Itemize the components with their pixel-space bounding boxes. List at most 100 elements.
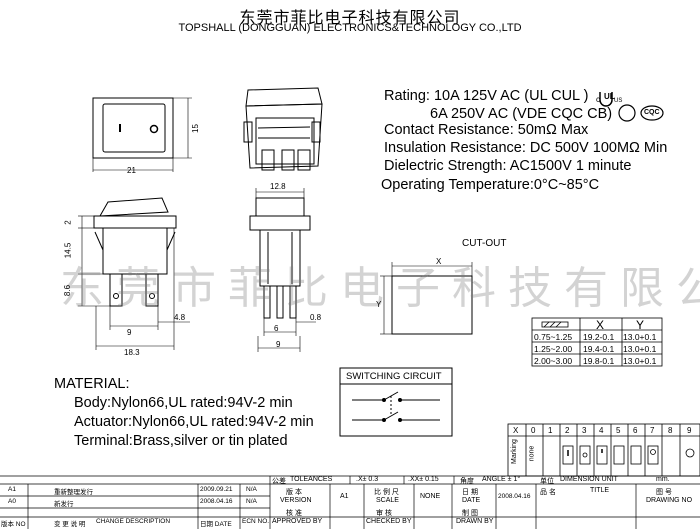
rear-view [249,188,316,352]
spec-insulation-resistance: Insulation Resistance: DC 500V 100MΩ Min [384,140,668,156]
tol-2: .XX± 0.15 [408,476,439,483]
draw-cn: 制 图 [462,510,478,517]
dim-15: 15 [190,124,200,133]
cutout-y: 13.0+0.1 [623,332,657,342]
dim-21: 21 [127,166,136,175]
side-view [78,197,190,350]
angle-cn: 角度 [460,478,474,485]
front-view [92,97,192,172]
dim-4-8: 4.8 [174,313,186,322]
material-actuator: Actuator:Nylon66,UL rated:94V-2 min [74,414,314,430]
marking-col: 8 [668,426,673,435]
dim-6: 6 [274,324,279,333]
tol-cn: 公差 [272,478,286,485]
rev-ecn: N/A [246,486,257,493]
spec-rating-1: Rating: 10A 125V AC (UL CUL ) [384,88,589,104]
angle-label: ANGLE ± 1° [482,476,521,483]
name-cn: 品 名 [540,489,556,496]
isometric-view [243,87,323,171]
rev-header-ver: 版本 NO [1,521,26,528]
cutout-y: 13.0+0.1 [623,356,657,366]
dim-8-6: 8.6 [63,284,73,297]
rev-header-date: 日期 DATE [200,521,232,528]
version-cn: 版 本 [286,489,302,496]
unit-cn: 单位 [540,478,554,485]
scale-label: SCALE [376,497,399,504]
rev-desc: 新发行 [54,501,74,508]
tol-1: .X± 0.3 [356,476,379,483]
version-label: VERSION [280,497,312,504]
material-title: MATERIAL: [54,376,130,392]
marking-col: 1 [548,426,553,435]
approved-label: APPROVED BY [272,518,323,525]
marking-table-grid [507,423,700,477]
marking-col: 5 [616,426,621,435]
cutout-x: 19.8-0.1 [583,356,615,366]
rev-ver: A0 [8,498,16,505]
rev-header-desc: CHANGE DESCRIPTION [96,518,171,525]
marking-none: none [528,445,536,462]
title-block-grid [0,475,700,529]
watermark: 东莞市菲比电子科技有限公司 [60,264,700,313]
checked-label: CHECKED BY [366,518,412,525]
marking-col: 2 [565,426,570,435]
rev-header: 版本 NO 变 更 说 明 CHANGE DESCRIPTION 日期 DATE… [0,518,270,528]
dim-2: 2 [63,220,73,225]
rev-desc: 重新整理发行 [54,489,93,496]
dim-18-3: 18.3 [124,348,140,357]
company-name-en: TOPSHALL (DONGGUAN) ELECTRONICS&TECHNOLO… [178,22,522,34]
dim-9b: 9 [276,340,281,349]
cutout-table-grid [531,317,663,367]
dim-14-5: 14.5 [63,242,73,259]
marking-col: 0 [531,426,536,435]
cert-us-label: US [614,98,623,104]
dim-x: X [436,257,442,266]
rev-header-desc-cn: 变 更 说 明 [54,521,86,528]
cutout-col-x: X [596,318,605,332]
scale-cn: 比 例 尺 [374,489,399,496]
cutout-x: 19.2-0.1 [583,332,615,342]
marking-col: 9 [687,426,692,435]
cutout-col-y: Y [636,318,645,332]
cutout-y: 13.0+0.1 [623,344,657,354]
drawing-no-cn: 图 号 [656,489,672,496]
marking-col: X [513,426,519,435]
cutout-range: 2.00~3.00 [534,356,573,366]
cert-ul-label: UL [604,92,615,101]
marking-col: 4 [599,426,604,435]
marking-col: 3 [582,426,587,435]
cutout-range: 1.25~2.00 [534,344,573,354]
cert-c-label: c [596,95,600,104]
rev-row: A1 重新整理发行 2009.09.21 N/A [0,486,270,496]
spec-rating-2: 6A 250V AC (VDE CQC CB) [430,106,613,122]
rev-row: A0 新发行 2008.04.16 N/A [0,498,270,508]
cutout-x: 19.4-0.1 [583,344,615,354]
dim-y: Y [376,300,382,309]
cutout-view [380,262,473,335]
rev-ecn: N/A [246,498,257,505]
unit-label: DIMENSION UNIT [560,476,618,483]
rev-ver: A1 [8,486,16,493]
material-body: Body:Nylon66,UL rated:94V-2 min [74,395,293,411]
marking-col: 7 [650,426,655,435]
drawn-label: DRAWN BY [456,518,494,525]
marking-col: 6 [633,426,638,435]
title-label: TITLE [590,487,610,494]
marking-label: Marking [510,439,518,464]
rev-header-ecn: ECN NO. [242,518,270,525]
version-value: A1 [340,493,349,500]
date-value: 2008.04.16 [498,493,531,500]
unit-value: mm. [656,476,670,483]
drawing-no-label: DRAWING NO [646,497,693,504]
check-cn: 审 核 [376,510,392,517]
rev-date: 2009.09.21 [200,486,233,493]
spec-operating-temperature: Operating Temperature:0°C~85°C [381,177,600,193]
dim-0-8: 0.8 [310,313,322,322]
rev-date: 2008.04.16 [200,498,233,505]
dim-9: 9 [127,328,132,337]
scale-value: NONE [420,493,441,500]
date-cn: 日 期 [462,489,478,496]
switching-circuit-diagram [339,367,453,437]
spec-dielectric-strength: Dielectric Strength: AC1500V 1 minute [384,158,632,174]
